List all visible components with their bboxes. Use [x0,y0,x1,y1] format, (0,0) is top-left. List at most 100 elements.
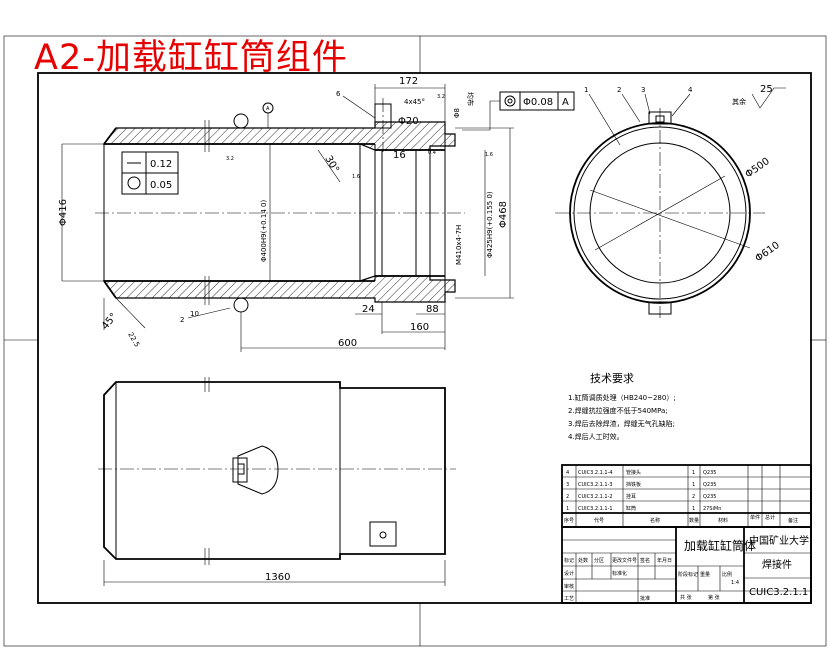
part-no: 2 [566,494,569,500]
label-process: 工艺 [564,596,574,602]
parts-header: 序号 代号 名称 数量 材料 单件 总计 备注 [564,514,798,524]
part-code: CUIC3.2.1.1-4 [578,470,613,476]
label-count: 处数 [578,557,588,564]
weld-2: 2 [180,316,184,324]
dim-600: 600 [338,338,357,349]
tech-item-1: 1.缸筒调质处理（HB240~280）; [568,393,676,402]
dim-d416: Φ416 [58,199,69,226]
part-name: 挂耳 [626,493,636,500]
part-code: CUIC3.2.1.1-1 [578,506,613,512]
dim-24: 24 [362,304,375,315]
part-material: Q235 [703,470,716,476]
part-qty: 2 [692,494,695,500]
label-zone: 分区 [594,557,604,564]
roughness-note: 其余 25 [732,84,786,109]
dim-22-5: 22.5 [126,331,141,349]
cylinder-outside-view: 1360 [98,377,456,586]
title-university: 中国矿业大学 [749,534,809,547]
tech-item-3: 3.焊后去除焊渣，焊缝无气孔缺陷; [568,419,675,428]
dim-1360: 1360 [265,572,290,583]
balloon-3: 3 [641,86,645,94]
roughness-note-label: 其余 [732,97,746,106]
lower-wall-hatch [102,275,456,303]
weld-10: 10 [190,310,199,318]
label-stage: 阶段标记 [678,571,698,578]
label-review: 审核 [564,583,574,590]
title-scale: 1:4 [731,580,739,586]
header-material: 材料 [718,517,728,524]
label-approve: 批准 [640,595,650,602]
dim-160: 160 [410,322,429,333]
label-weight: 重量 [700,571,710,578]
header-name: 名称 [650,517,660,524]
parts-row-1: 4 CUIC3.2.1.1-4 管接头 1 Q235 [566,469,716,476]
tech-item-4: 4.焊后人工时效。 [568,432,624,441]
header-code: 代号 [594,517,604,524]
parts-list [561,464,812,528]
label-change-no: 更改文件号 [612,557,637,564]
upper-wall-hatch [102,121,456,151]
title-code: CUIC3.2.1.1 [749,587,808,598]
part-no: 4 [566,470,569,476]
dim-d468: Φ468 [498,201,509,228]
tol-value-1: 0.12 [150,159,172,170]
roughness-note-value: 25 [760,84,773,95]
roughness-5: 3.2 [437,94,445,100]
label-design: 设计 [564,570,574,577]
dim-angle-30: 30° [322,154,340,175]
inner-border [37,72,812,604]
roughness-2: 1.6 [352,174,360,180]
label-mark: 标记 [564,557,574,564]
tol-position-value: Φ0.08 [523,97,553,108]
parts-row-4: 1 CUIC3.2.1.1-1 缸筒 1 27SiMn [566,505,721,512]
tol-value-2: 0.05 [150,180,172,191]
tol-datum: A [562,97,569,108]
part-qty: 1 [692,470,695,476]
diameter-dimensions: Φ416 Φ400H9(+0.14 0) M410x4-7H Φ425H9(+0… [58,127,514,299]
tech-item-2: 2.焊缝抗拉强度不低于540MPa; [568,406,668,415]
part-no: 1 [566,506,569,512]
part-name: 挡铁板 [626,481,641,488]
balloon-1: 1 [584,86,588,94]
label-sign: 签名 [640,557,650,564]
roughness-4: 0.4 [428,150,436,156]
dim-d8: Φ8 [453,108,461,118]
zone-ticks [4,36,826,646]
parts-row-2: 3 CUIC3.2.1.1-3 挡铁板 1 Q235 [566,481,716,488]
header-total: 总计 [765,514,775,521]
label-date: 年月日 [657,557,672,564]
part-qty: 1 [692,506,695,512]
header-qty: 数量 [689,517,699,524]
part-code: CUIC3.2.1.1-3 [578,482,613,488]
dim-d20: Φ20 [398,116,419,127]
part-name: 缸筒 [626,505,636,512]
title-block: 加载缸缸筒体 中国矿业大学 焊接件 CUIC3.2.1.1 1:4 标记 处数 … [561,526,812,604]
part-material: Q235 [703,494,716,500]
tolerance-box-left: 0.12 0.05 [121,151,179,195]
header-unit: 单件 [750,514,760,521]
dim-d425: Φ425H9(+0.155 0) [486,191,494,258]
tech-title: 技术要求 [590,372,634,385]
label-ratio: 比例 [722,571,732,578]
header-no: 序号 [564,517,574,524]
dim-m410: M410x4-7H [455,225,463,265]
balloon-2: 2 [617,86,621,94]
length-dimensions: 172 4x45° Φ20 Φ8 均布 16 24 88 160 600 [240,76,475,352]
part-code: CUIC3.2.1.1-2 [578,494,613,500]
part-material: Q235 [703,482,716,488]
part-qty: 1 [692,482,695,488]
dim-angle-45: 45° [100,311,120,332]
dim-16: 16 [393,150,406,161]
dim-d400: Φ400H9(+0.14 0) [260,200,268,262]
header-remarks: 备注 [788,517,798,524]
dim-d500: Φ500 [743,156,771,180]
part-name: 管接头 [626,469,641,476]
weld-6: 6 [336,90,341,98]
title-type: 焊接件 [762,558,792,571]
tolerance-box-right: Φ0.08 A [462,91,575,131]
dim-172: 172 [399,76,418,87]
dim-88: 88 [426,304,439,315]
part-no: 3 [566,482,569,488]
roughness-1: 3.2 [226,156,234,162]
